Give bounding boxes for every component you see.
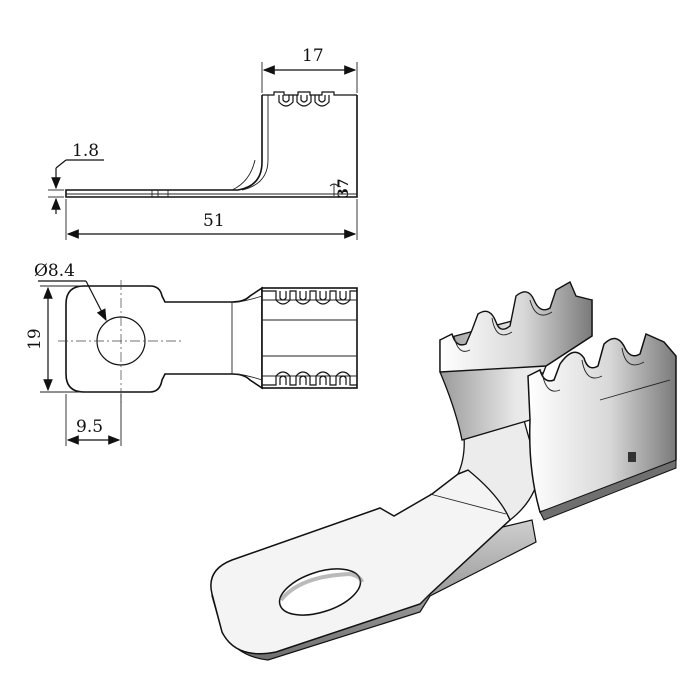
dim-17-label: 17 bbox=[302, 46, 324, 66]
side-view-bend-line bbox=[231, 159, 256, 191]
dim-9-5-label: 9.5 bbox=[76, 417, 103, 437]
dim-tube-label: 37 bbox=[336, 179, 352, 198]
side-view-top-edge bbox=[262, 91, 357, 96]
iso-barrel-highlight bbox=[599, 379, 671, 401]
dim-tube-mark-arc bbox=[329, 183, 339, 187]
dim-19-label: 19 bbox=[25, 328, 45, 350]
side-view-teeth bbox=[278, 95, 330, 107]
iso-barrel-bottom-edge bbox=[539, 459, 677, 521]
isometric-view bbox=[210, 281, 677, 661]
iso-hole-shade bbox=[279, 571, 364, 602]
dim-hole-leader bbox=[85, 280, 107, 322]
iso-barrel-notch bbox=[628, 452, 636, 462]
top-view: Ø8.4 19 9.5 bbox=[25, 261, 358, 446]
top-view-teeth-top bbox=[262, 290, 357, 305]
dim-51-label: 51 bbox=[203, 211, 225, 231]
top-view-transition-curve-top bbox=[237, 295, 263, 303]
top-view-outline bbox=[65, 285, 263, 393]
top-view-transition-curve-bottom bbox=[237, 373, 263, 381]
iso-left-wall bbox=[439, 281, 593, 373]
top-view-teeth-bottom bbox=[262, 371, 357, 386]
iso-tongue-step bbox=[419, 593, 431, 605]
iso-hole bbox=[278, 568, 362, 616]
side-view: 17 1.8 51 37 bbox=[48, 46, 358, 240]
side-view-profile bbox=[65, 95, 358, 198]
iso-tongue-fold bbox=[429, 493, 507, 515]
dim-thickness-label: 1.8 bbox=[72, 141, 99, 161]
dim-hole-label: Ø8.4 bbox=[34, 261, 75, 281]
top-view-barrel bbox=[261, 287, 358, 389]
side-view-bend-inner bbox=[241, 95, 269, 191]
dim-thickness-leader bbox=[55, 159, 67, 169]
iso-left-teeth bbox=[453, 299, 553, 352]
iso-right-teeth bbox=[541, 347, 645, 392]
